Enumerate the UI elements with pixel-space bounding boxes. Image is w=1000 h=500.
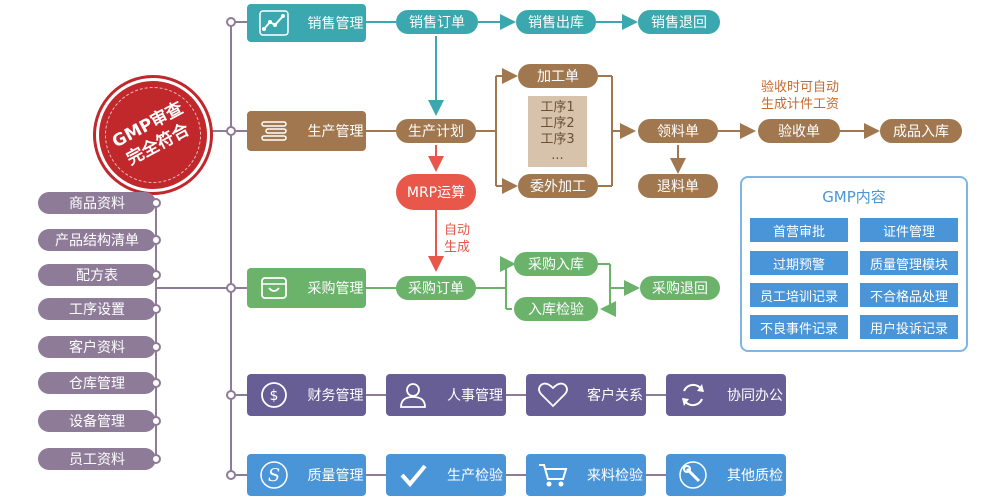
left-item-warehouse[interactable]: 仓库管理 xyxy=(38,372,156,394)
checkmark-icon xyxy=(394,461,432,489)
auto-generate-note: 自动 生成 xyxy=(440,222,474,256)
module-incoming-inspect-label: 来料检验 xyxy=(587,468,643,484)
module-production[interactable]: 生产管理 xyxy=(247,111,366,151)
gmp-item[interactable]: 用户投诉记录 xyxy=(860,315,958,339)
module-quality-label: 质量管理 xyxy=(307,468,364,484)
svg-text:$: $ xyxy=(270,388,279,404)
inbound-inspection[interactable]: 入库检验 xyxy=(514,297,598,321)
module-incoming-inspect[interactable]: 来料检验 xyxy=(526,454,646,496)
module-office-label: 协同办公 xyxy=(727,388,783,404)
sales-outbound[interactable]: 销售出库 xyxy=(516,10,596,34)
module-finance[interactable]: $ 财务管理 xyxy=(247,374,366,416)
gmp-item[interactable]: 证件管理 xyxy=(860,218,958,242)
heart-icon xyxy=(534,381,572,409)
procedure-item: 工序3 xyxy=(540,131,575,147)
connector-dot xyxy=(151,304,161,314)
module-sales[interactable]: 销售管理 xyxy=(247,4,366,42)
quality-s-icon: S xyxy=(255,461,293,489)
acceptance-note: 验收时可自动 生成计件工资 xyxy=(748,79,852,113)
shopping-bag-icon xyxy=(255,274,293,302)
trend-chart-icon xyxy=(255,9,293,37)
module-prod-inspect[interactable]: 生产检验 xyxy=(386,454,506,496)
connector-dot xyxy=(226,126,236,136)
processing-order[interactable]: 加工单 xyxy=(518,64,598,88)
list-icon xyxy=(255,117,293,145)
gmp-item[interactable]: 过期预警 xyxy=(750,251,848,275)
left-item-staff[interactable]: 员工资料 xyxy=(38,448,156,470)
connector-dot xyxy=(151,270,161,280)
acceptance-note-line2: 生成计件工资 xyxy=(760,97,839,112)
left-item-formula[interactable]: 配方表 xyxy=(38,264,156,286)
finished-storage[interactable]: 成品入库 xyxy=(880,119,962,143)
dollar-icon: $ xyxy=(255,381,293,409)
purchase-inbound[interactable]: 采购入库 xyxy=(514,252,598,276)
auto-note-line2: 生成 xyxy=(443,240,470,255)
gmp-item[interactable]: 首营审批 xyxy=(750,218,848,242)
wrench-icon xyxy=(674,461,712,489)
module-office[interactable]: 协同办公 xyxy=(666,374,786,416)
gmp-item[interactable]: 质量管理模块 xyxy=(860,251,958,275)
connector-dot xyxy=(151,416,161,426)
sales-return[interactable]: 销售退回 xyxy=(638,10,720,34)
svg-text:S: S xyxy=(268,465,280,486)
sync-icon xyxy=(674,381,712,409)
module-hr-label: 人事管理 xyxy=(447,388,503,404)
module-other-inspect-label: 其他质检 xyxy=(727,468,783,484)
outsourcing-order[interactable]: 委外加工 xyxy=(518,174,598,198)
module-crm[interactable]: 客户关系 xyxy=(526,374,646,416)
material-return-order[interactable]: 退料单 xyxy=(638,174,718,198)
auto-note-line1: 自动 xyxy=(443,223,470,238)
user-icon xyxy=(394,381,432,409)
connector-dot xyxy=(226,17,236,27)
connector-dot xyxy=(151,454,161,464)
module-finance-label: 财务管理 xyxy=(307,388,364,404)
connector-dot xyxy=(151,342,161,352)
purchase-return[interactable]: 采购退回 xyxy=(640,276,720,300)
module-prod-inspect-label: 生产检验 xyxy=(447,468,503,484)
gmp-item[interactable]: 员工培训记录 xyxy=(750,283,848,307)
material-pick-order[interactable]: 领料单 xyxy=(638,119,718,143)
procedure-list: 工序1 工序2 工序3 ... xyxy=(528,96,587,167)
connector-dot xyxy=(226,390,236,400)
procedure-item: 工序2 xyxy=(540,115,575,131)
module-hr[interactable]: 人事管理 xyxy=(386,374,506,416)
mrp-calc[interactable]: MRP运算 xyxy=(396,174,476,210)
module-production-label: 生产管理 xyxy=(307,124,364,140)
connector-dot xyxy=(151,198,161,208)
module-purchase-label: 采购管理 xyxy=(307,281,364,297)
acceptance-note-line1: 验收时可自动 xyxy=(760,80,839,95)
module-quality[interactable]: S 质量管理 xyxy=(247,454,366,496)
gmp-panel: GMP内容 首营审批 证件管理 过期预警 质量管理模块 员工培训记录 不合格品处… xyxy=(740,176,968,352)
gmp-title: GMP内容 xyxy=(822,188,886,206)
procedure-item: ... xyxy=(551,147,564,163)
module-sales-label: 销售管理 xyxy=(307,16,364,32)
connector-dot xyxy=(226,283,236,293)
connector-dot xyxy=(151,235,161,245)
sales-order[interactable]: 销售订单 xyxy=(396,10,478,34)
connector-dot xyxy=(226,470,236,480)
module-purchase[interactable]: 采购管理 xyxy=(247,268,366,308)
gmp-item[interactable]: 不合格品处理 xyxy=(860,283,958,307)
gmp-item[interactable]: 不良事件记录 xyxy=(750,315,848,339)
left-item-product[interactable]: 商品资料 xyxy=(38,192,156,214)
module-other-inspect[interactable]: 其他质检 xyxy=(666,454,786,496)
left-item-customer[interactable]: 客户资料 xyxy=(38,336,156,358)
procedure-item: 工序1 xyxy=(540,99,575,115)
module-crm-label: 客户关系 xyxy=(587,388,643,404)
connector-dot xyxy=(151,378,161,388)
cart-icon xyxy=(534,461,572,489)
left-item-bom[interactable]: 产品结构清单 xyxy=(38,229,156,251)
left-item-equipment[interactable]: 设备管理 xyxy=(38,410,156,432)
left-item-procedure[interactable]: 工序设置 xyxy=(38,298,156,320)
production-plan[interactable]: 生产计划 xyxy=(396,119,476,143)
purchase-order[interactable]: 采购订单 xyxy=(396,276,476,300)
acceptance-order[interactable]: 验收单 xyxy=(758,119,840,143)
